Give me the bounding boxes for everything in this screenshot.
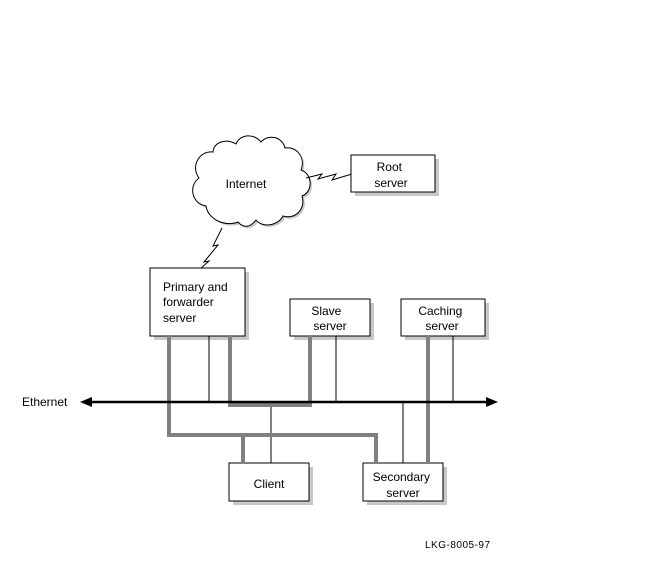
caching-server-label-line1: Caching (418, 304, 462, 318)
root-server-label-line1: Root (377, 160, 403, 174)
primary-server-label-line1: Primary and (163, 280, 228, 294)
figure-id: LKG-8005-97 (425, 540, 491, 551)
svg-text:Client: Client (254, 477, 285, 491)
internet-cloud: Internet (192, 135, 313, 229)
ethernet-backbone (80, 397, 498, 407)
ethernet-label: Ethernet (22, 395, 68, 409)
primary-server-label-line2: forwarder (163, 295, 214, 309)
svg-text:Secondary server: Secondary server (373, 470, 434, 500)
svg-text:Primary and forwarder: Primary and forwarder server (163, 280, 231, 325)
slave-server-label-line1: Slave (311, 304, 341, 318)
caching-server-box: Caching server (400, 298, 489, 340)
secondary-server-label-line1: Secondary (373, 470, 430, 484)
internet-root-link (305, 173, 353, 181)
caching-server-label-line2: server (425, 319, 458, 333)
primary-server-box: Primary and forwarder server (149, 267, 249, 340)
internet-primary-link (199, 227, 223, 270)
client-label: Client (254, 477, 285, 491)
client-box: Client (228, 462, 313, 505)
root-server-box: Root server (350, 154, 439, 196)
primary-secondary-transfer-path (167, 336, 378, 463)
svg-text:Slave server: Slave server (311, 304, 346, 333)
primary-slave-transfer-path (228, 336, 312, 407)
slave-server-label-line2: server (313, 319, 346, 333)
slave-server-box: Slave server (289, 298, 374, 340)
ethernet-left-arrow (80, 397, 92, 407)
ethernet-right-arrow (486, 397, 498, 407)
secondary-server-box: Secondary server (362, 462, 447, 505)
primary-server-label-line3: server (163, 311, 196, 325)
root-server-label-line2: server (374, 176, 407, 190)
svg-text:Root server: Root server (374, 160, 407, 190)
internet-label: Internet (226, 177, 267, 191)
secondary-server-label-line2: server (386, 486, 419, 500)
svg-text:Caching server: Caching server (418, 304, 465, 333)
